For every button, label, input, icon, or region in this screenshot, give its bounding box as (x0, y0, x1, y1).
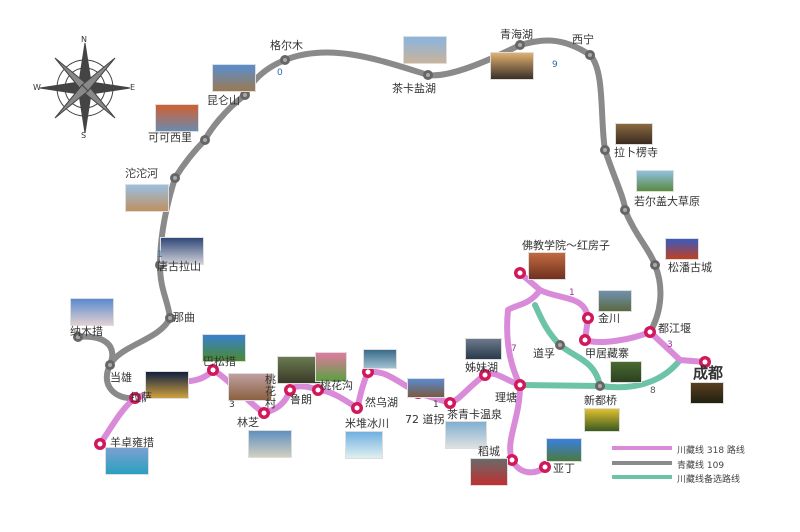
photo-lasa (145, 371, 189, 399)
label-kunlun: 昆仑山 (207, 94, 240, 107)
label-daoguai: 72 道拐 (405, 413, 445, 426)
label-zimeihu: 姊妹湖 (465, 361, 498, 374)
segment-number: 3 (667, 340, 673, 350)
label-fojiao: 佛教学院～红房子 (522, 239, 610, 252)
photo-linzhi (248, 430, 292, 458)
photo-chengdu (690, 382, 724, 404)
label-lulang: 鲁朗 (290, 393, 312, 406)
label-namucuo: 纳木措 (70, 325, 103, 338)
label-daocheng: 稻城 (478, 445, 500, 458)
label-tuotuohe: 沱沱河 (125, 167, 158, 180)
segment-number: 0 (277, 68, 283, 78)
photo-fojiao (528, 252, 566, 280)
label-xining: 西宁 (572, 33, 594, 46)
photo-lulang (277, 356, 321, 384)
segment-number: 9 (552, 60, 558, 70)
photo-yangzhuo (105, 447, 149, 475)
label-yangzhuo: 羊卓雍措 (110, 436, 154, 449)
compass-s: S (81, 131, 87, 140)
label-basongcuo: 巴松措 (203, 355, 236, 368)
label-ranwu: 然乌湖 (365, 396, 398, 409)
label-ruoergai: 若尔盖大草原 (634, 195, 700, 208)
label-litang: 理塘 (495, 391, 517, 404)
compass-n: N (81, 35, 87, 44)
segment-number: 7 (511, 344, 517, 354)
photo-qinghaihu (490, 52, 534, 80)
label-lasa: 拉萨 (130, 391, 152, 404)
label-songpan: 松潘古城 (668, 261, 712, 274)
label-taohuacun: 桃花村 (265, 373, 276, 410)
label-geermu: 格尔木 (270, 39, 303, 52)
legend-318: 川藏线 318 路线 (677, 446, 745, 456)
segment-number: 1 (433, 400, 439, 410)
segment-number: 1 (569, 288, 575, 298)
photo-kekexili (155, 104, 199, 132)
label-xinduqiao: 新都桥 (584, 394, 617, 407)
label-jiaju: 甲居藏寨 (585, 347, 629, 360)
label-taohuagou: 桃花沟 (320, 379, 353, 392)
compass-rose-icon (39, 42, 131, 134)
segment-number: 1 (157, 250, 163, 260)
label-chengdu: 成都 (693, 364, 724, 382)
label-kekexili: 可可西里 (148, 131, 192, 144)
label-midui: 米堆冰川 (345, 417, 389, 430)
label-dangxiong: 当雄 (110, 371, 132, 384)
photo-basongcuo (202, 334, 246, 362)
compass-e: E (130, 83, 136, 92)
photo-daoguai (407, 378, 445, 398)
photo-taohuacun (228, 373, 272, 401)
photo-labuleng (615, 123, 653, 145)
legend-109: 青藏线 109 (677, 461, 725, 471)
label-qinghaihu: 青海湖 (500, 28, 533, 41)
photo-wenquan (445, 421, 487, 449)
photo-ranwu (363, 349, 397, 369)
label-daofu: 道孚 (533, 347, 555, 360)
photo-namucuo (70, 298, 114, 326)
photo-midui (345, 431, 383, 459)
label-linzhi: 林芝 (237, 416, 259, 429)
photo-zimeihu (465, 338, 502, 360)
label-chaka: 茶卡盐湖 (392, 82, 436, 95)
photo-jiaju (610, 361, 642, 383)
compass-w: W (33, 83, 41, 92)
photo-chaka (403, 36, 447, 64)
label-dujiangyan: 都江堰 (658, 322, 691, 335)
photo-ruoergai (636, 170, 674, 192)
segment-number: 3 (229, 400, 235, 410)
photo-jinchuan (598, 290, 632, 312)
photo-tuotuohe (125, 184, 169, 212)
segment-number: 8 (650, 386, 656, 396)
label-tanggula: 唐古拉山 (157, 260, 201, 273)
label-naqu: 那曲 (173, 311, 195, 324)
photo-daocheng (470, 458, 508, 486)
label-wenquan: 茶青卡温泉 (447, 408, 502, 421)
photo-taohuagou (315, 352, 347, 382)
photo-yading (546, 438, 582, 462)
legend-alt: 川藏线备选路线 (677, 475, 741, 485)
label-yading: 亚丁 (553, 462, 575, 475)
photo-songpan (665, 238, 699, 260)
label-labuleng: 拉卜楞寺 (614, 146, 658, 159)
photo-tanggula (160, 237, 204, 265)
photo-xinduqiao (584, 408, 620, 432)
label-jinchuan: 金川 (598, 312, 620, 325)
photo-kunlun (212, 64, 256, 92)
